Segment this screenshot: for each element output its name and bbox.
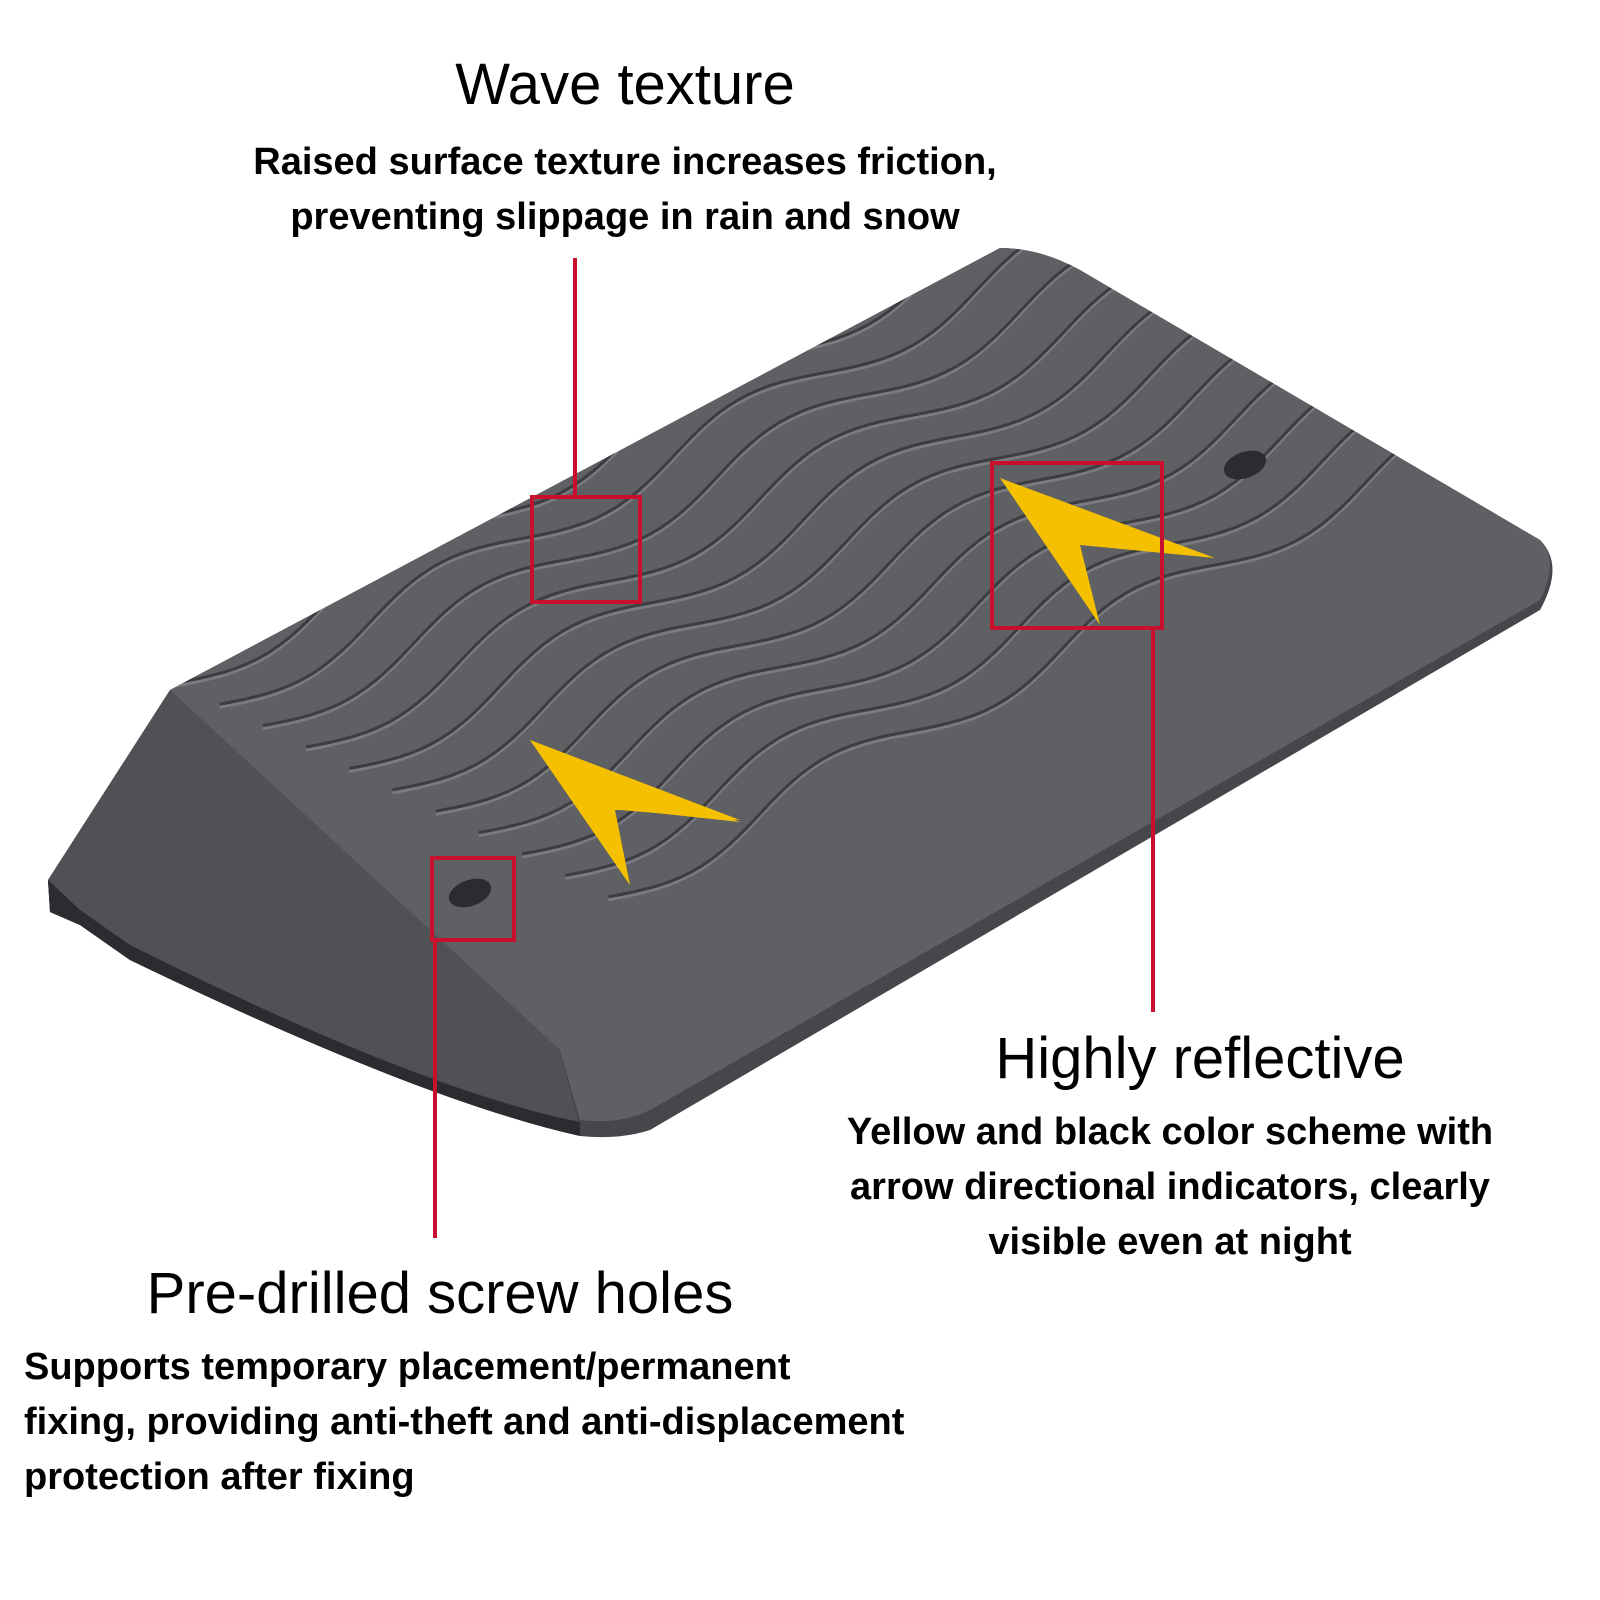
screw-hole-callout-box bbox=[430, 856, 516, 942]
wave-ridge-highlight bbox=[219, 248, 1491, 709]
screw-holes-title: Pre-drilled screw holes bbox=[146, 1261, 734, 1326]
screw-holes-line: protection after fixing bbox=[24, 1456, 415, 1498]
wave-ridge bbox=[564, 248, 1550, 877]
wave-ridge bbox=[348, 248, 1550, 770]
chevron-arrow-marker bbox=[530, 740, 740, 885]
wave-texture-callout-box bbox=[530, 495, 642, 604]
wave-ridge-highlight bbox=[521, 248, 1550, 859]
ramp-bottom-edge bbox=[48, 880, 580, 1136]
reflective-line: arrow directional indicators, clearly bbox=[850, 1166, 1490, 1208]
wave-texture-line: preventing slippage in rain and snow bbox=[290, 196, 960, 238]
wave-ridge-highlight bbox=[348, 248, 1550, 773]
wave-ridge bbox=[608, 248, 1550, 899]
screw-hole bbox=[448, 878, 492, 908]
wave-ridge bbox=[521, 248, 1550, 856]
reflective-description: Yellow and black color scheme with arrow… bbox=[760, 1105, 1580, 1270]
wave-ridge-highlight bbox=[608, 248, 1550, 902]
screw-holes-line: fixing, providing anti-theft and anti-di… bbox=[24, 1401, 905, 1443]
reflective-callout-box bbox=[990, 461, 1164, 630]
wave-ridge bbox=[435, 248, 1550, 813]
wave-texture-description: Raised surface texture increases frictio… bbox=[160, 135, 1090, 245]
wave-texture-title: Wave texture bbox=[455, 52, 795, 117]
reflective-line: Yellow and black color scheme with bbox=[846, 1111, 1494, 1153]
chevron-arrow-marker bbox=[1000, 478, 1215, 625]
wave-ridge bbox=[219, 248, 1491, 706]
wave-ridge-highlight bbox=[262, 248, 1534, 731]
wave-texture-line: Raised surface texture increases frictio… bbox=[253, 141, 997, 183]
reflective-line: visible even at night bbox=[988, 1221, 1352, 1263]
wave-ridge bbox=[262, 248, 1534, 728]
wave-ridge-highlight bbox=[564, 248, 1550, 880]
ramp-front-slope bbox=[48, 690, 580, 1130]
wave-ridge bbox=[392, 248, 1550, 792]
screw-holes-line: Supports temporary placement/permanent bbox=[24, 1346, 791, 1388]
wave-ridge-highlight bbox=[435, 248, 1550, 816]
screw-hole bbox=[1223, 450, 1267, 480]
wave-ridge bbox=[305, 248, 1550, 749]
reflective-title: Highly reflective bbox=[995, 1026, 1405, 1091]
wave-ridge-highlight bbox=[392, 248, 1550, 795]
wave-ridge-highlight bbox=[305, 248, 1550, 752]
screw-holes-description: Supports temporary placement/permanent f… bbox=[24, 1340, 1124, 1505]
